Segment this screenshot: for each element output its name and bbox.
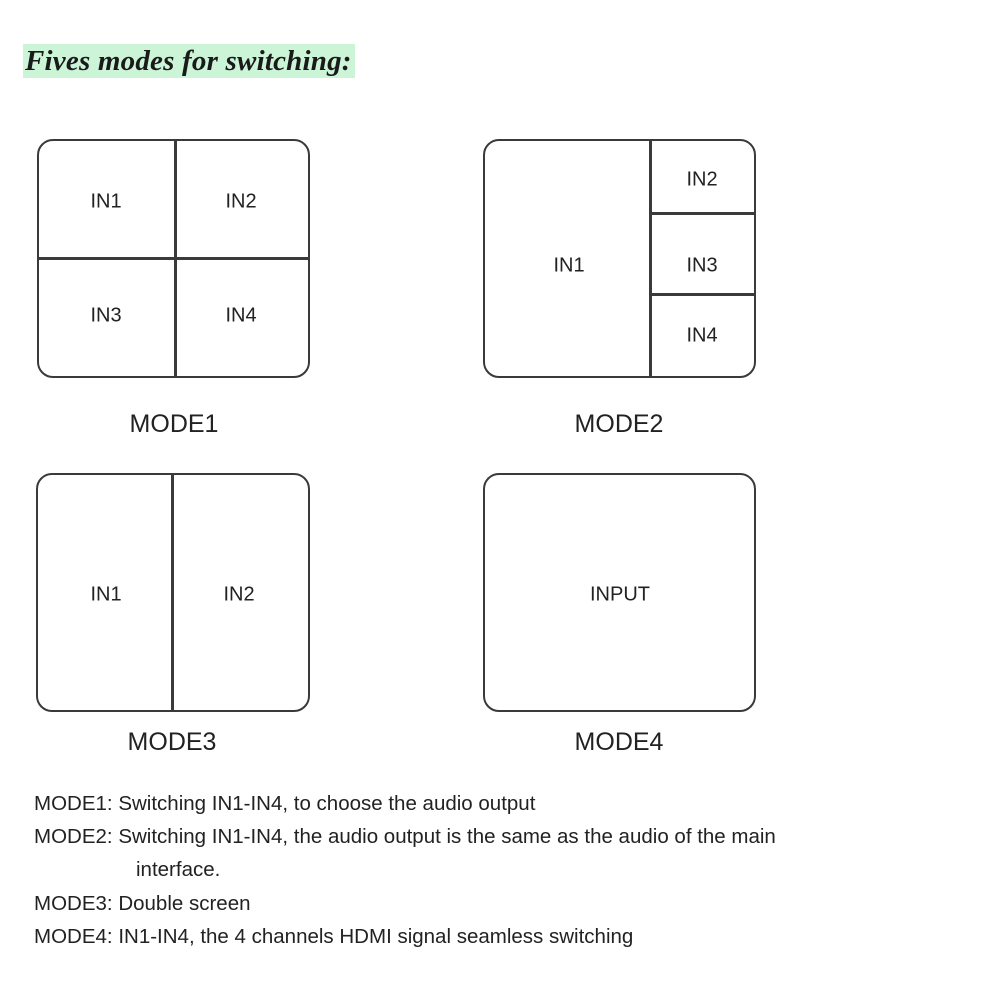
mode1-label: MODE1 xyxy=(129,410,219,438)
description-key: MODE2: xyxy=(34,825,113,848)
description-mode4: MODE4: IN1-IN4, the 4 channels HDMI sign… xyxy=(34,925,633,949)
mode2-label: MODE2 xyxy=(574,410,664,438)
mode1-cell-in2: IN2 xyxy=(225,190,257,213)
mode2-divider-vertical xyxy=(649,140,652,377)
description-mode1: MODE1: Switching IN1-IN4, to choose the … xyxy=(34,792,535,816)
mode2-cell-in1: IN1 xyxy=(553,254,585,277)
page-title: Fives modes for switching: xyxy=(23,44,355,78)
description-text: Double screen xyxy=(118,892,251,915)
description-key: MODE4: xyxy=(34,925,113,948)
description-mode2: MODE2: Switching IN1-IN4, the audio outp… xyxy=(34,825,776,849)
mode1-divider-horizontal xyxy=(38,257,309,260)
mode3-cell-in2: IN2 xyxy=(223,583,255,606)
description-text: Switching IN1-IN4, to choose the audio o… xyxy=(118,792,536,815)
mode2-cell-in2: IN2 xyxy=(686,168,718,191)
mode3-label: MODE3 xyxy=(127,728,217,756)
description-text: Switching IN1-IN4, the audio output is t… xyxy=(118,825,776,848)
mode2-cell-in3: IN3 xyxy=(686,254,718,277)
mode3-divider-vertical xyxy=(171,474,174,711)
mode2-screen xyxy=(483,139,756,378)
description-key: MODE3: xyxy=(34,892,113,915)
mode4-screen xyxy=(483,473,756,712)
mode3-cell-in1: IN1 xyxy=(90,583,122,606)
description-text: IN1-IN4, the 4 channels HDMI signal seam… xyxy=(118,925,634,948)
mode4-label: MODE4 xyxy=(574,728,664,756)
mode2-divider-horizontal-2 xyxy=(650,293,755,296)
description-mode3: MODE3: Double screen xyxy=(34,892,251,916)
mode2-divider-horizontal-1 xyxy=(650,212,755,215)
description-key: MODE1: xyxy=(34,792,113,815)
mode2-cell-in4: IN4 xyxy=(686,324,718,347)
description-mode2-continuation: interface. xyxy=(136,858,221,881)
mode1-cell-in1: IN1 xyxy=(90,190,122,213)
mode4-cell-input: INPUT xyxy=(590,583,650,606)
mode1-cell-in4: IN4 xyxy=(225,304,257,327)
mode1-cell-in3: IN3 xyxy=(90,304,122,327)
